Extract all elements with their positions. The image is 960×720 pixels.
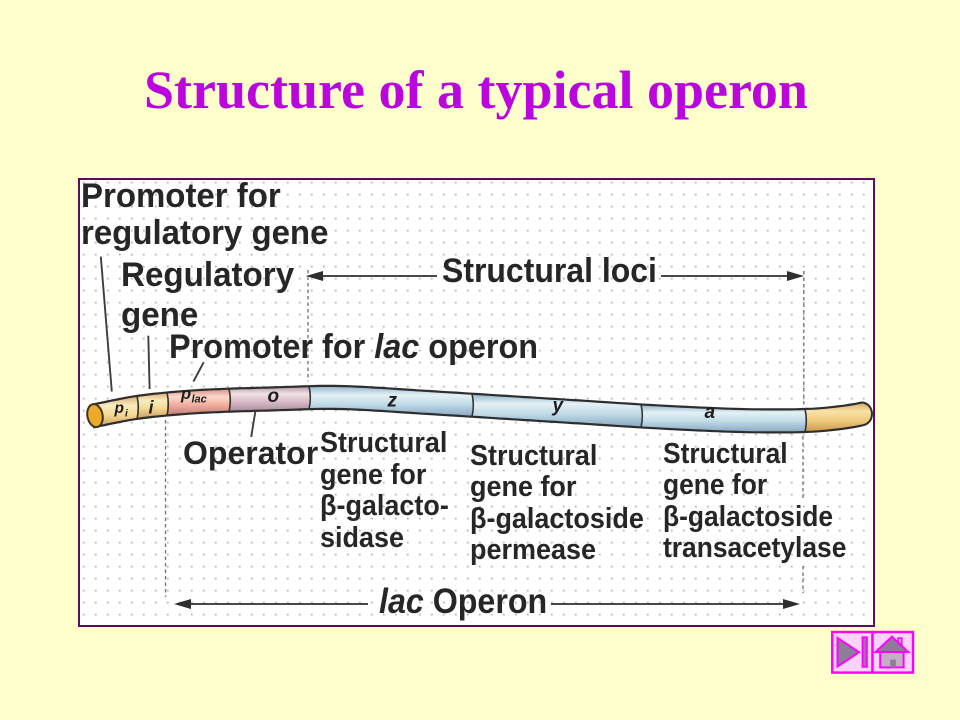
svg-text:o: o — [268, 386, 280, 407]
svg-text:z: z — [387, 391, 398, 412]
svg-text:p: p — [180, 385, 191, 403]
svg-text:a: a — [705, 402, 716, 423]
svg-text:y: y — [552, 396, 565, 417]
svg-text:p: p — [114, 400, 124, 417]
svg-text:lac: lac — [192, 394, 207, 406]
svg-text:i: i — [149, 398, 155, 418]
svg-text:i: i — [125, 409, 128, 420]
